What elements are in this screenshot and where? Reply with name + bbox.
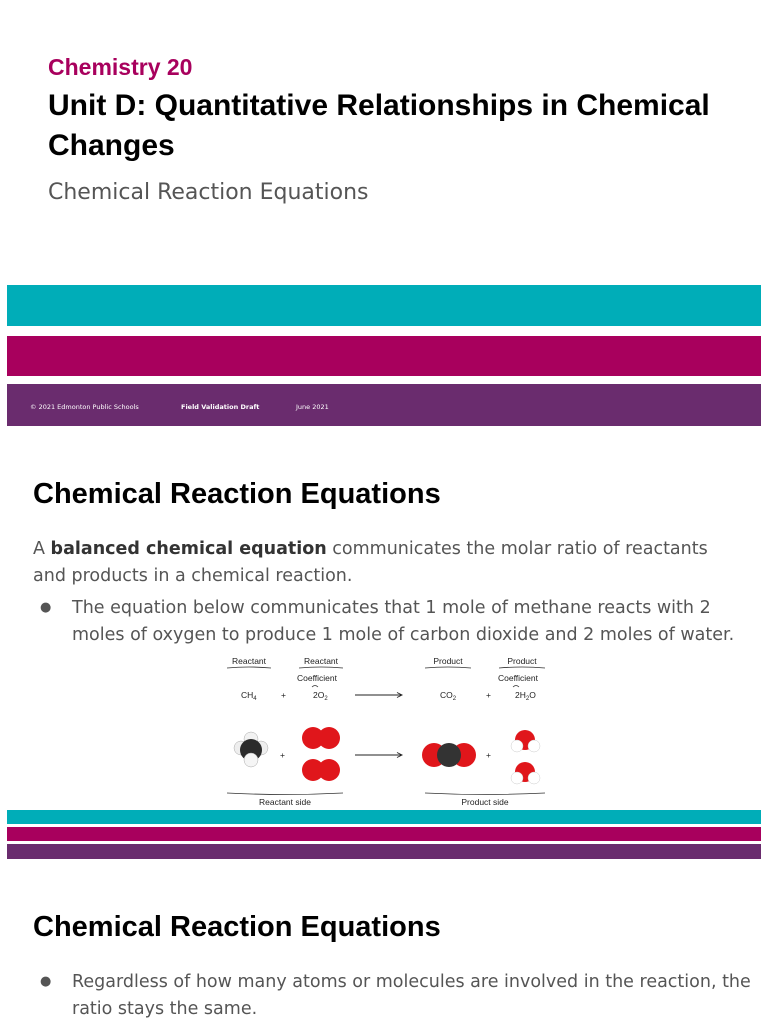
slide3-heading: Chemical Reaction Equations xyxy=(33,911,441,943)
teal-band xyxy=(7,285,761,326)
plus-sign-4: + xyxy=(486,750,491,760)
unit-title: Unit D: Quantitative Relationships in Ch… xyxy=(48,89,710,162)
reaction-diagram: Reactant Reactant Coefficient Product Pr… xyxy=(226,656,546,807)
plus-sign-1: + xyxy=(281,690,286,700)
water-molecule-icon-1 xyxy=(510,730,541,753)
coef-mark-1 xyxy=(311,685,319,688)
coef-mark-2 xyxy=(512,685,520,688)
label-coefficient-1: Coefficient xyxy=(297,673,338,683)
slide-subtitle: Chemical Reaction Equations xyxy=(48,180,369,205)
oxygen-molecule-icon-1 xyxy=(302,727,340,749)
intro-suffix: communicates the molar ratio of reactant… xyxy=(33,539,708,586)
label-reactant-2: Reactant xyxy=(304,656,339,666)
formula-2h2o: 2H2O xyxy=(515,690,536,702)
label-product-side: Product side xyxy=(461,797,509,807)
plus-sign-3: + xyxy=(280,750,285,760)
slide2-heading: Chemical Reaction Equations xyxy=(33,478,441,510)
brace-product-1 xyxy=(424,666,472,669)
label-reactant-side: Reactant side xyxy=(259,797,311,807)
brace-product-side xyxy=(424,792,546,795)
carbon-dioxide-model-icon xyxy=(422,743,476,767)
label-product-1: Product xyxy=(433,656,463,666)
formula-2o2: 2O2 xyxy=(313,690,328,702)
water-molecule-icon-2 xyxy=(510,762,541,785)
magenta-band xyxy=(7,336,761,376)
footer-copyright: © 2021 Edmonton Public Schools xyxy=(30,403,139,411)
intro-prefix: A xyxy=(33,539,51,559)
footer-date: June 2021 xyxy=(296,403,329,411)
formula-ch4: CH4 xyxy=(241,690,257,702)
label-coefficient-2: Coefficient xyxy=(498,673,539,683)
course-title: Chemistry 20 xyxy=(48,54,193,80)
intro-bold-term: balanced chemical equation xyxy=(50,539,327,559)
intro-paragraph: A balanced chemical equation communicate… xyxy=(33,536,743,589)
brace-reactant-2 xyxy=(298,666,344,669)
bullet-text-2: Regardless of how many atoms or molecule… xyxy=(72,972,751,1019)
label-reactant-1: Reactant xyxy=(232,656,267,666)
arrow-head-1 xyxy=(396,692,404,698)
magenta-band-2 xyxy=(7,827,761,841)
purple-band-2 xyxy=(7,844,761,859)
teal-band-2 xyxy=(7,810,761,824)
bullet-icon: ● xyxy=(40,600,52,615)
label-product-2: Product xyxy=(507,656,537,666)
brace-product-2 xyxy=(498,666,546,669)
methane-model-icon xyxy=(233,731,269,768)
bullet-text: The equation below communicates that 1 m… xyxy=(72,598,735,645)
formula-co2: CO2 xyxy=(440,690,457,702)
oxygen-molecule-icon-2 xyxy=(302,759,340,781)
plus-sign-2: + xyxy=(486,690,491,700)
bullet-icon-2: ● xyxy=(40,974,52,989)
arrow-head-2 xyxy=(396,752,404,758)
footer-draft: Field Validation Draft xyxy=(181,403,260,411)
brace-reactant-1 xyxy=(226,666,272,669)
footer-band xyxy=(7,384,761,426)
brace-reactant-side xyxy=(226,792,344,795)
